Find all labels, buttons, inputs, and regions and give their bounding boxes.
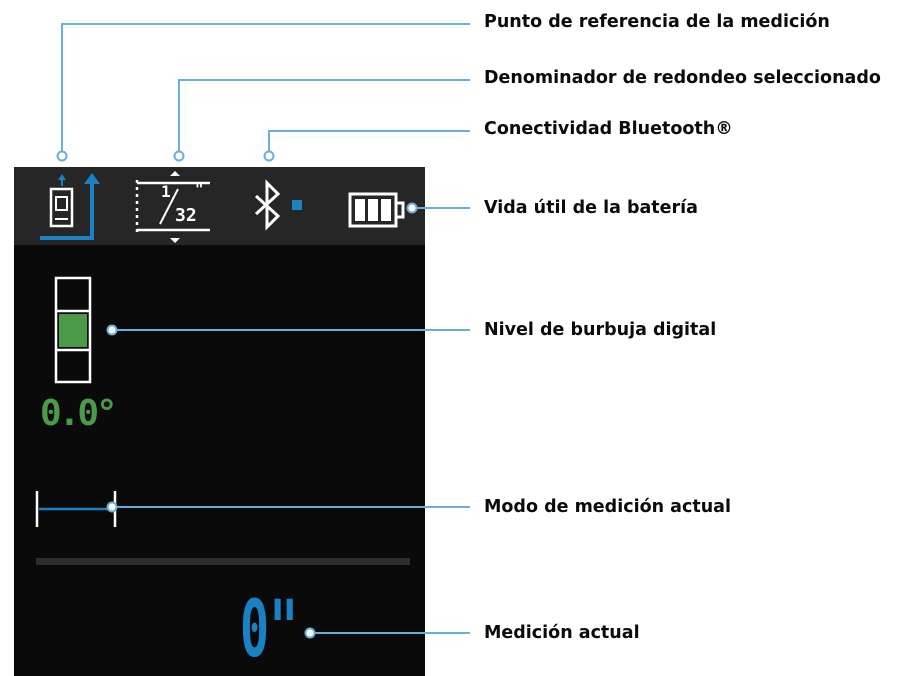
label-bubble-level: Nivel de burbuja digital [484,320,717,340]
callout-line-bluetooth [268,130,470,152]
callout-dot [263,150,275,162]
callout-dot [106,501,118,513]
rounding-numerator: 1 [161,182,171,201]
label-battery: Vida útil de la batería [484,198,698,218]
label-reference-point: Punto de referencia de la medición [484,12,830,32]
label-current-measurement: Medición actual [484,623,640,643]
rounding-denominator-icon [135,171,210,243]
callout-dot [173,150,185,162]
callout-line-rounding [178,79,470,152]
rounding-unit: " [195,182,204,198]
battery-bar [368,199,378,221]
bubble [59,314,87,347]
callout-line-reference [61,23,470,152]
rounding-denominator: 32 [175,205,197,226]
bluetooth-icon [254,179,302,231]
callout-dot [106,324,118,336]
callout-lines [56,23,470,639]
callout-dot [406,202,418,214]
battery-bar [355,199,365,221]
label-bluetooth: Conectividad Bluetooth® [484,119,733,139]
separator-bar [36,558,410,565]
callout-dot [56,150,68,162]
label-rounding-denominator: Denominador de redondeo seleccionado [484,68,881,88]
label-measurement-mode: Modo de medición actual [484,497,731,517]
reference-point-icon [40,173,100,240]
device-screen [14,167,425,676]
battery-bar [381,199,391,221]
angle-readout: 0.0° [40,393,118,434]
battery-icon [348,192,405,228]
callout-dot [304,627,316,639]
measurement-readout: 0" [240,585,299,675]
bubble-level-icon [54,276,92,384]
